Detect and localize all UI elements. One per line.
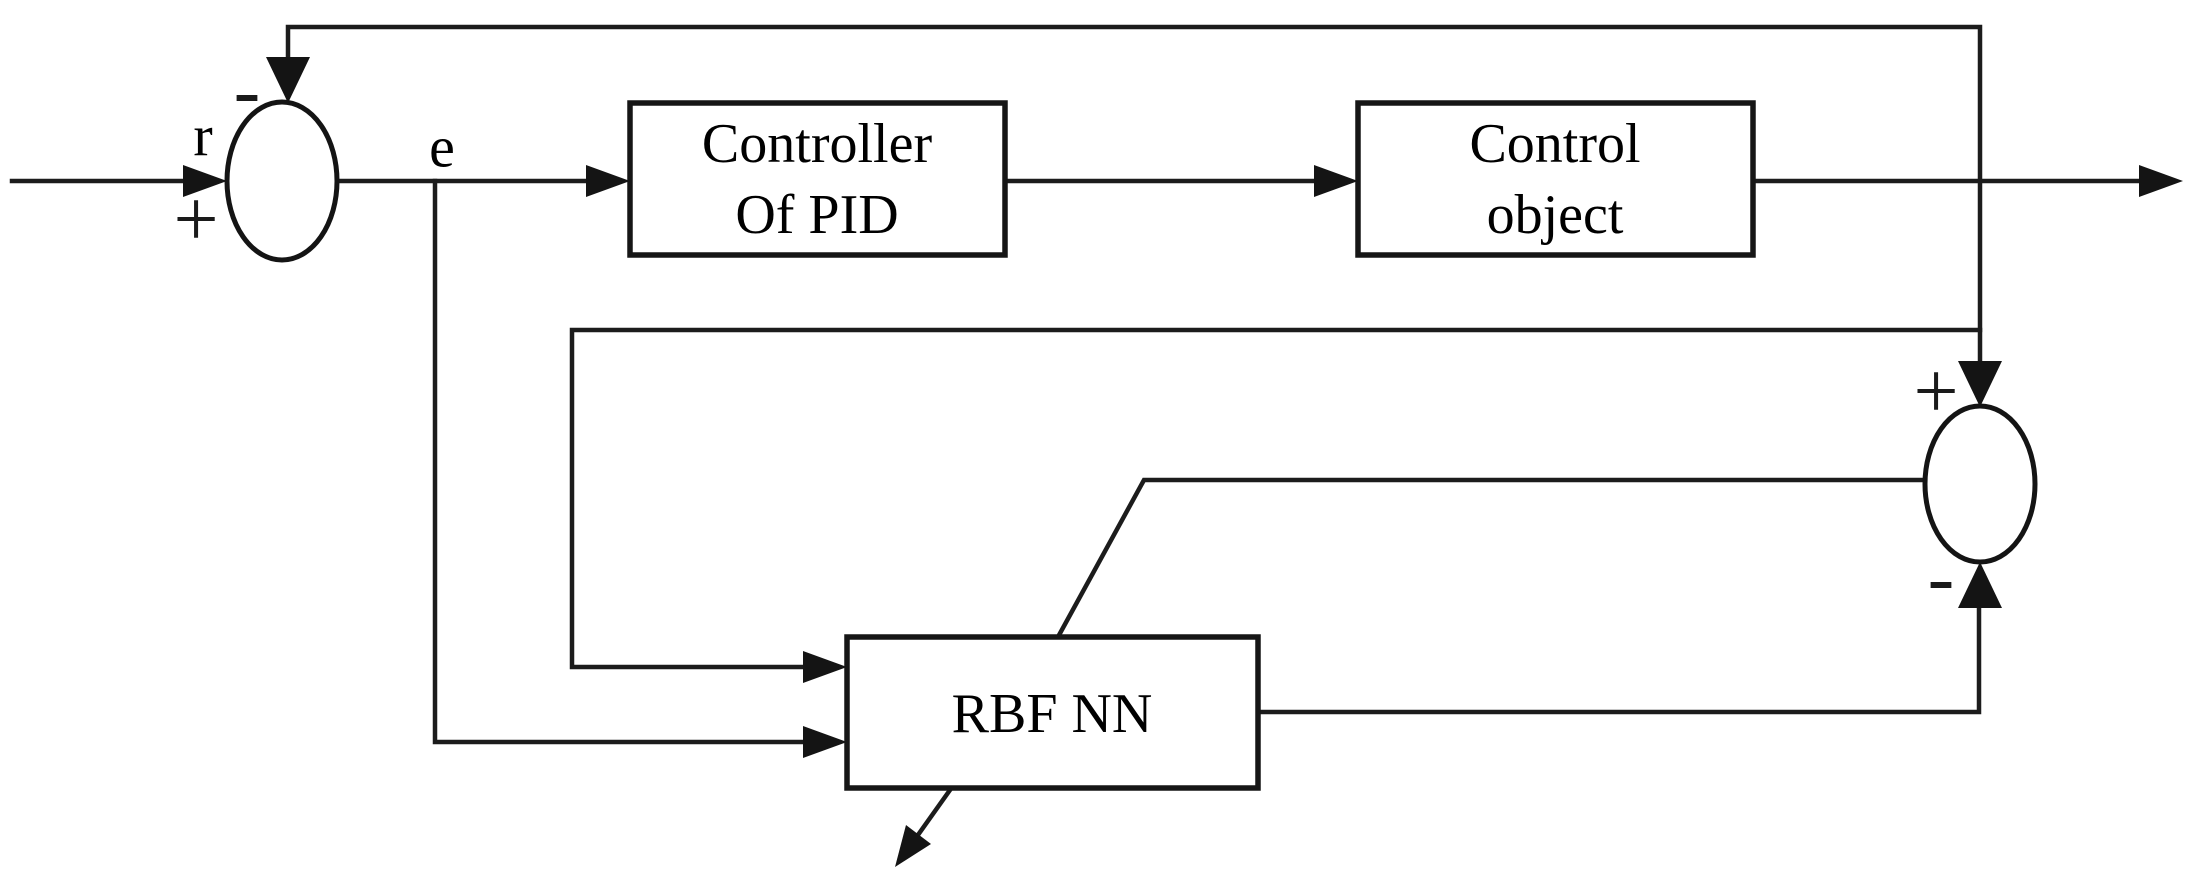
rbf-nn-block: RBF NN: [844, 634, 1261, 791]
wire-identification-error-to-rbf: [1054, 477, 1928, 641]
arrowhead-feedback-into-sum1-icon: [266, 57, 310, 103]
pid-controller-box: [627, 100, 1008, 258]
arrowhead-system-output-icon: [2139, 165, 2183, 197]
wire-rbf-output-to-sum2: [1255, 602, 1982, 715]
sum-junction-2: [1922, 403, 2038, 565]
error-signal-label: e: [429, 115, 455, 180]
sum2-plus-sign: +: [1913, 348, 1958, 436]
arrowhead-into-sum1-icon: [183, 165, 227, 197]
pid-controller-block: Controller Of PID: [627, 100, 1008, 258]
arrowhead-into-rbf-upper-icon: [803, 651, 847, 683]
control-object-box: [1355, 100, 1756, 258]
arrowhead-into-sum2-top-icon: [1958, 361, 2002, 407]
wire-output-tap-to-rbf: [569, 327, 1983, 670]
pid-controller-label-line2: Of PID: [735, 184, 898, 246]
wire-error-branch-to-rbf: [432, 178, 809, 745]
control-object-label-line1: Control: [1469, 113, 1640, 175]
arrowhead-into-sum2-bottom-icon: [1958, 562, 2002, 608]
pid-controller-label-line1: Controller: [702, 113, 933, 175]
reference-signal-label: r: [193, 104, 212, 169]
wire-top-feedback-loop: [285, 24, 1983, 367]
sum1-plus-sign: +: [173, 176, 218, 264]
arrowhead-into-pid-icon: [586, 165, 630, 197]
arrowhead-into-rbf-lower-icon: [803, 726, 847, 758]
sum2-minus-sign: -: [1928, 534, 1955, 622]
sum1-minus-sign: -: [234, 47, 261, 135]
arrowhead-into-plant-icon: [1314, 165, 1358, 197]
rbf-nn-label: RBF NN: [952, 683, 1153, 745]
arrowhead-rbf-tuning-output-icon: [895, 825, 931, 867]
control-object-label-line2: object: [1487, 184, 1624, 246]
control-object-block: Control object: [1355, 100, 1756, 258]
sum-junction-1: [224, 99, 340, 263]
rbf-nn-box: [844, 634, 1261, 791]
